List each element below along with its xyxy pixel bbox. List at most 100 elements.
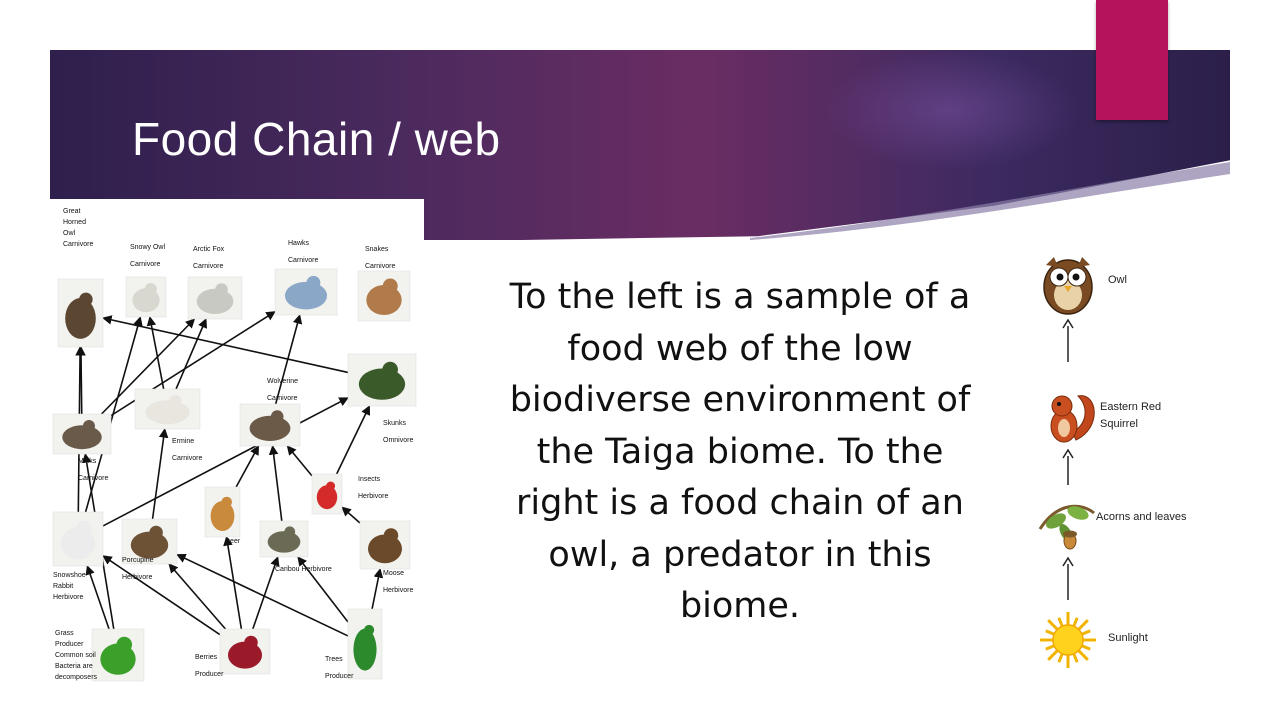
food-web-arrow-porcupine-to-ermine [151, 428, 169, 520]
food-web-arrow-berries-to-rabbit [102, 555, 221, 636]
food-chain-label: Owl [1108, 274, 1127, 286]
snakes-label-line: Carnivore [365, 263, 395, 270]
berries-label-line: Producer [195, 671, 224, 678]
hawks-label-line: Hawks [288, 240, 310, 247]
food-web-arrow-trees-to-porcupine [176, 553, 349, 637]
minks-label-line: Minks [78, 458, 97, 465]
grass-label-line: decomposers [55, 674, 98, 681]
grass-label-line: Common soil [55, 652, 96, 659]
caribou-label: Caribou Herbivore [275, 566, 332, 573]
deer-label-line: Deer [225, 538, 241, 545]
rabbit-label-line: Herbivore [53, 594, 83, 601]
owl-label-line: Carnivore [63, 241, 93, 248]
food-web-arrow-caribou-to-wolverine [268, 445, 283, 522]
owl-label-line: Horned [63, 219, 86, 226]
grass-label-line: Producer [55, 641, 84, 648]
food-web-arrow-moose-to-insects [341, 506, 361, 524]
food-chain-level-0: Owl [1043, 257, 1127, 315]
skunks-label-line: Skunks [383, 420, 406, 427]
hawks-picture [274, 268, 338, 316]
caribou-picture [259, 520, 309, 558]
food-chain-arrow-1 [1062, 448, 1074, 485]
food-web-arrow-deer-to-wolverine [235, 445, 260, 488]
snowyowl-label-line: Carnivore [130, 261, 160, 268]
rabbit-label-line: Rabbit [53, 583, 73, 590]
moose-label-line: Moose [383, 570, 404, 577]
snakes-picture [357, 270, 411, 322]
wolverine-label-line: Carnivore [267, 395, 297, 402]
food-web-arrow-berries-to-deer [223, 536, 243, 630]
berries-label-line: Berries [195, 654, 218, 661]
owl-icon [1043, 257, 1093, 315]
deer-picture [204, 486, 241, 538]
porcupine-label-line: Herbivore [122, 574, 152, 581]
berries-picture [219, 628, 271, 675]
skunks-label-line: Omnivore [383, 437, 413, 444]
minks-picture [52, 413, 112, 455]
insects-label-line: Insects [358, 476, 381, 483]
food-chain-label: Sunlight [1108, 632, 1148, 644]
food-chain-level-3: Sunlight [1040, 612, 1148, 668]
food-web-arrow-trees-to-caribou [297, 556, 349, 623]
insects-picture [311, 473, 343, 515]
grass-picture [91, 628, 145, 682]
food-web-arrow-trees-to-moose [371, 568, 384, 610]
food-web-arrow-insects-to-skunks [335, 405, 371, 475]
food-chain-label: Acorns and leaves [1096, 511, 1187, 523]
caribou-label-line: Caribou Herbivore [275, 566, 332, 573]
rabbit-label-line: Snowshoe [53, 572, 86, 579]
minks-label-line: Carnivore [78, 475, 108, 482]
rabbit-picture [52, 511, 104, 567]
fox-label-line: Carnivore [193, 263, 223, 270]
grass-label-line: Grass [55, 630, 74, 637]
food-web-arrow-berries-to-porcupine [168, 563, 227, 630]
ermine-label-line: Ermine [172, 438, 194, 445]
snakes-label-line: Snakes [365, 246, 389, 253]
accent-tab [1096, 0, 1168, 120]
slide-title: Food Chain / web [132, 113, 501, 165]
food-web-arrow-grass-to-rabbit [85, 565, 110, 630]
skunks-picture [347, 353, 417, 407]
trees-label-line: Producer [325, 673, 354, 680]
title-band-glow [820, 50, 1080, 170]
food-web-arrow-ermine-to-fox [175, 318, 208, 390]
owl-picture [57, 278, 104, 348]
food-web-arrows [75, 310, 384, 637]
food-web-node-caribou: Caribou Herbivore [259, 520, 332, 573]
ermine-picture [134, 388, 201, 430]
trees-label-line: Trees [325, 656, 343, 663]
food-web-node-deer: Deer [204, 486, 241, 545]
acorn-icon [1038, 504, 1095, 550]
sun-icon [1040, 612, 1096, 668]
squirrel-icon [1050, 395, 1095, 443]
wolverine-picture [239, 403, 301, 447]
fox-label-line: Arctic Fox [193, 246, 225, 253]
